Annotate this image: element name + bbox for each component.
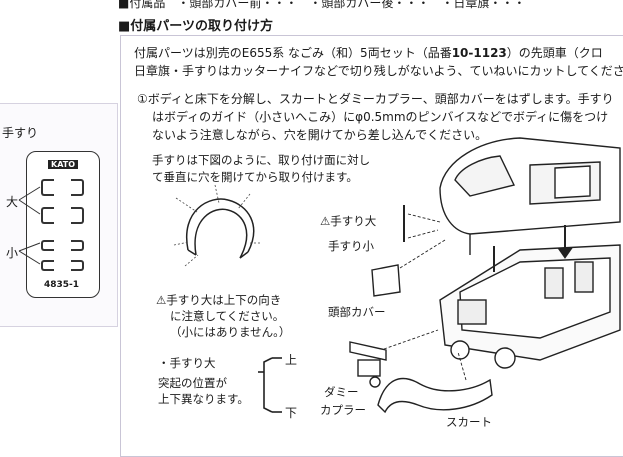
large-rail-line-2: 上下異なります。 <box>158 392 249 406</box>
large-rail-part <box>71 207 84 224</box>
label-large: 大 <box>6 195 19 209</box>
large-rail-orientation-sketch <box>258 357 282 413</box>
handrail-note-line-1: 手すりは下図のように、取り付け面に対し <box>152 153 371 167</box>
small-rail-part <box>71 260 84 271</box>
handrail-panel-title: 手すり <box>2 126 39 140</box>
accessory-list-header: ■付属品 ・頭部カバー前・・・ ・頭部カバー後・・・ ・日章旗・・・ <box>118 0 526 10</box>
intro-line-1: 付属パーツは別売のE655系 なごみ（和）5両セット（品番10-1123）の先頭… <box>134 44 603 61</box>
large-rail-line-1: 突起の位置が <box>158 376 227 390</box>
handrail-note-line-2: て垂直に穴を開けてから取り付けます。 <box>152 170 358 184</box>
intro-line-2: 日章旗・手すりはカッターナイフなどで切り残しがないよう、ていねいにカットしてくだ… <box>134 64 623 78</box>
sheet-logo: KATO <box>48 160 79 169</box>
large-rail-heading: ・手すり大 <box>158 356 216 370</box>
parts-sheet: KATO 4835-1 <box>26 151 100 298</box>
warning-line-3: （小にはありません。） <box>170 325 291 339</box>
side-leader-lines <box>18 186 41 265</box>
label-rail-large: ⚠手すり大 <box>320 214 377 228</box>
label-bottom: 下 <box>285 406 298 420</box>
label-top: 上 <box>285 353 298 367</box>
intro-text-b: ）の先頭車（クロ <box>506 46 603 60</box>
large-rail-part <box>71 179 84 196</box>
product-code: 10-1123 <box>451 46 507 60</box>
label-dummy-coupler-1: ダミー <box>324 385 359 399</box>
label-rail-small: 手すり小 <box>328 239 374 253</box>
step1-line-2: はボディのガイド（小さいへこみ）にφ0.5mmのピンバイスなどでボディに傷をつけ <box>152 110 609 124</box>
label-dummy-coupler-2: カプラー <box>320 403 366 417</box>
train-assembly-diagram <box>349 137 621 414</box>
step1-line-1: ①ボディと床下を分解し、スカートとダミーカプラー、頭部カバーをはずします。手すり <box>137 92 614 106</box>
section-title: ■付属パーツの取り付け方 <box>118 19 274 34</box>
small-rail-part <box>71 240 84 251</box>
label-head-cover: 頭部カバー <box>328 305 386 319</box>
small-rail-part <box>41 260 54 271</box>
large-rail-part <box>41 207 54 224</box>
label-small: 小 <box>6 246 19 260</box>
intro-text-a: 付属パーツは別売のE655系 なごみ（和）5両セット（品番 <box>134 46 452 60</box>
front-nose-sketch <box>173 184 260 267</box>
step1-line-3: ないよう注意しながら、穴を開けてから差し込んでください。 <box>152 128 488 142</box>
warning-line-1: ⚠手すり大は上下の向き <box>156 293 282 307</box>
sheet-code: 4835-1 <box>44 280 80 290</box>
small-rail-part <box>41 240 54 251</box>
warning-line-2: に注意してください。 <box>170 309 285 323</box>
large-rail-part <box>41 179 54 196</box>
label-skirt: スカート <box>446 415 492 429</box>
